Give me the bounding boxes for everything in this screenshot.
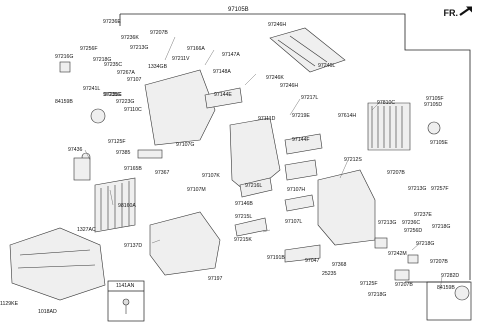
part-label: 97165B [124,166,142,172]
part-label: 97213G [408,186,427,192]
part-label: 97166A [187,46,205,52]
part-label: 97246K [266,75,284,81]
part-label: 97125F [360,281,378,287]
part-label: 97235C [104,62,123,68]
part-label: 97144F [292,137,310,143]
part-label: 97218G [432,224,451,230]
part-label: 97217L [301,95,319,101]
direction-label: FR. [443,8,459,18]
part-label: 97191B [267,255,285,261]
part-label: 97211V [172,56,190,62]
direction-arrow-icon [459,6,472,16]
part-label: 1018AD [38,309,57,315]
part-label: 97107L [285,219,303,225]
part-label: 97105D [424,102,443,108]
part-label: 97107 [127,77,142,83]
part-label: 97216G [55,54,74,60]
part-label: 97111D [258,116,276,122]
part-label: 97147A [222,52,240,58]
part-label: 97367 [155,170,170,176]
part-label: 97216L [245,183,263,189]
part-label: 98160A [118,203,136,209]
part-label: 84159B [55,99,73,105]
part-label: 97215K [234,237,252,243]
assembly-number: 97105B [228,7,249,13]
part-label: 97246H [268,22,287,28]
part-label: 97385 [116,150,131,156]
part-label: 97236K [121,35,139,41]
part-label: 84159B [437,285,455,291]
part-label: 97219E [292,113,310,119]
part-label: 97368 [332,262,347,268]
part-label: 97107M [187,187,206,193]
part-label: 97105E [430,140,448,146]
part-label: 97197 [208,276,223,282]
part-label: 97614H [338,113,357,119]
part-label: 97107G [176,142,195,148]
part-label: 97144E [214,92,232,98]
part-label: 97267A [117,70,135,76]
part-label: 25235 [322,271,337,277]
part-label: 97436 [68,147,83,153]
part-label: 97207B [387,170,405,176]
part-label: 97213G [378,220,397,226]
part-label: 1327AC [77,227,96,233]
part-label: 1334GB [148,64,168,70]
part-label: 97137D [124,243,143,249]
part-label: 1141AN [116,283,135,289]
part-label: 97148A [213,69,231,75]
part-label: 97218G [93,57,112,63]
part-label: 97236E [103,19,121,25]
part-label: 97107H [287,187,306,193]
part-label: 97810C [377,100,396,106]
part-label: 97105F [426,96,444,102]
part-label: 97241L [83,86,101,92]
part-label: 97236C [402,220,421,226]
part-label: 97212S [344,157,362,163]
part-label: 97235C [103,92,122,98]
part-label: 97235E [104,92,122,98]
part-label: 97110C [124,107,142,113]
part-label: 97047 [305,258,320,264]
part-label: 97237E [414,212,432,218]
part-label: 97207B [150,30,168,36]
part-label: 97207B [430,259,448,265]
part-label: 97256F [80,46,98,52]
part-label: 97213G [130,45,149,51]
part-label: 97282D [441,273,460,279]
part-label: 97215L [235,214,253,220]
part-label: 97146B [235,201,253,207]
part-label: 97125F [108,139,126,145]
part-label: 97257F [431,186,449,192]
part-label: 97242M [388,251,407,257]
part-label: 97107K [202,173,220,179]
part-label: 97223G [116,99,135,105]
part-label: 97256D [404,228,423,234]
part-label: 97246H [280,83,299,89]
part-label: 1129KE [0,301,19,307]
part-label: 97246L [318,63,336,69]
part-label: 97218G [416,241,435,247]
part-label: 97218G [368,292,387,298]
part-label: 97207B [395,282,413,288]
